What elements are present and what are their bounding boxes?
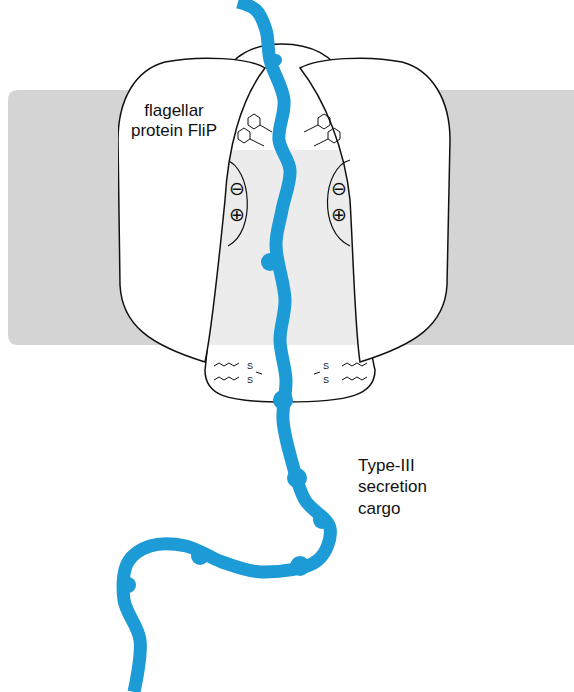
fliP-subunit-right xyxy=(300,58,450,362)
sulfur-atom: S xyxy=(323,376,329,385)
sulfur-atom: S xyxy=(247,362,253,371)
fliP-subunit-left xyxy=(118,58,265,362)
cargo-bulge xyxy=(313,511,331,529)
charge-symbol: ⊖ xyxy=(331,179,347,198)
cargo-bulge xyxy=(273,390,293,410)
cargo-bulge xyxy=(287,468,307,488)
cargo-bulge xyxy=(191,547,209,565)
charge-symbol: ⊖ xyxy=(229,179,245,198)
cargo-label: Type-III secretion cargo xyxy=(358,455,458,519)
cargo-bulge xyxy=(261,253,279,271)
cargo-bulge xyxy=(290,556,310,576)
charge-symbol: ⊕ xyxy=(331,205,347,224)
sulfur-atom: S xyxy=(247,376,253,385)
sulfur-atom: S xyxy=(323,362,329,371)
charge-pocket-left xyxy=(226,160,247,246)
charge-pocket-right xyxy=(327,160,350,246)
cargo-bulge xyxy=(270,54,282,66)
tyrosine-rings xyxy=(238,114,340,146)
protein-name: flagellar protein FliP xyxy=(128,101,220,142)
charge-symbol: ⊕ xyxy=(229,205,245,224)
protein-subunit: flagellar protein FliP xyxy=(118,55,278,375)
cargo-bulge xyxy=(120,577,136,593)
